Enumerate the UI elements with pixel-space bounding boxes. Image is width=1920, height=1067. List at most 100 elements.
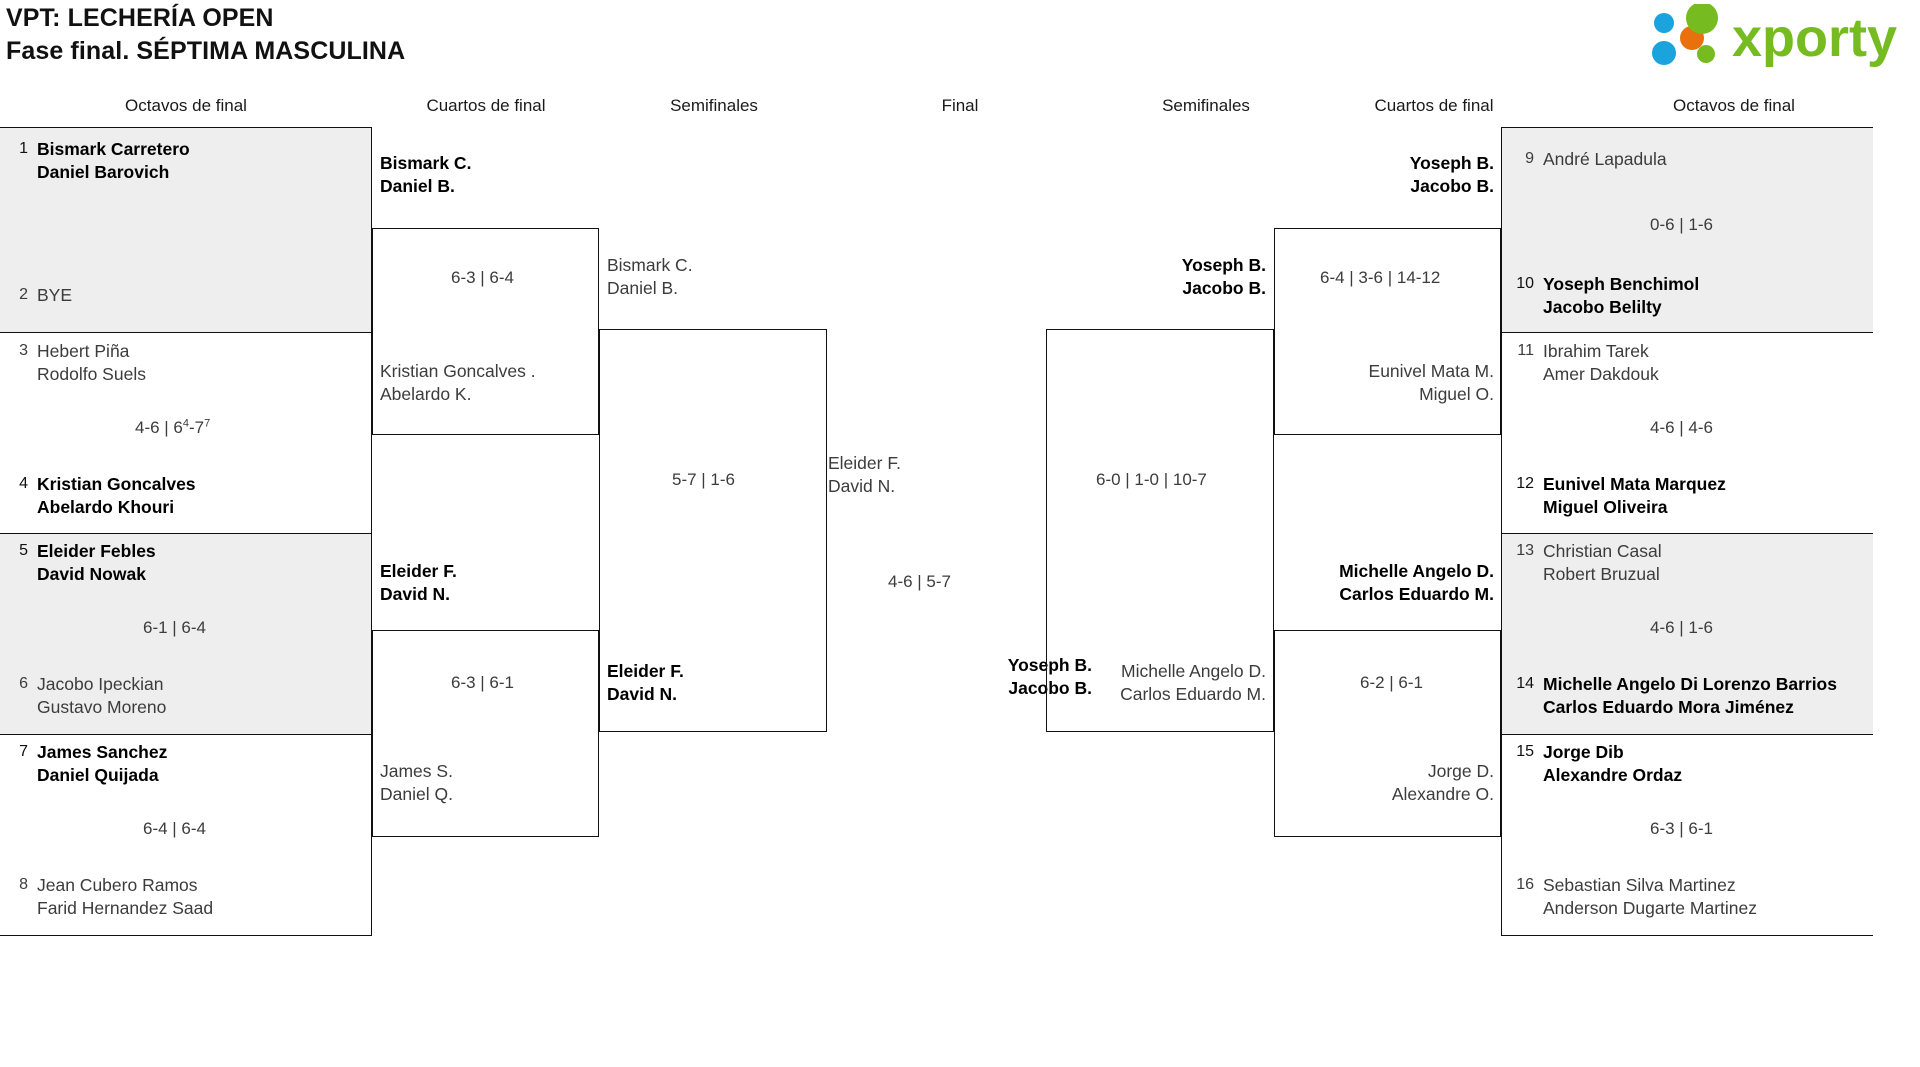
match-block-left-4[interactable] xyxy=(0,735,372,936)
connector-left-qf-2 xyxy=(372,630,599,837)
seed-number: 10 xyxy=(1516,275,1534,292)
player-names: André Lapadula xyxy=(1543,149,1667,169)
advanced-team[interactable]: Bismark C.Daniel B. xyxy=(607,255,693,298)
seed-number: 9 xyxy=(1525,150,1534,167)
seed-number: 6 xyxy=(19,675,28,692)
match-score: 4-6 | 64-77 xyxy=(135,417,211,437)
advanced-team[interactable]: James S.Daniel Q. xyxy=(380,761,453,804)
match-score: 4-6 | 4-6 xyxy=(1650,418,1714,437)
connector-right-sf xyxy=(1046,329,1274,732)
round-header-left-qf: Cuartos de final xyxy=(426,96,546,115)
advanced-team[interactable]: Yoseph B.Jacobo B. xyxy=(1181,255,1266,298)
seed-number: 12 xyxy=(1516,475,1534,492)
match-block-left-2[interactable] xyxy=(0,333,372,534)
match-block-left-3[interactable] xyxy=(0,534,372,735)
round-header-left-r16: Octavos de final xyxy=(125,96,247,115)
match-block-right-1[interactable] xyxy=(1501,127,1873,333)
match-block-right-3[interactable] xyxy=(1501,534,1873,735)
seed-number: 16 xyxy=(1516,876,1534,893)
match-score: 6-1 | 6-4 xyxy=(143,618,207,637)
connector-left-sf xyxy=(599,329,827,732)
advanced-team[interactable]: Eleider F.David N. xyxy=(607,661,684,704)
seed-number: 3 xyxy=(19,342,28,359)
match-score: 6-4 | 6-4 xyxy=(143,819,207,838)
final-score: 4-6 | 5-7 xyxy=(888,572,952,591)
match-score: 6-3 | 6-1 xyxy=(451,673,515,692)
advanced-team[interactable]: Jorge D.Alexandre O. xyxy=(1391,761,1494,804)
page-header: VPT: LECHERÍA OPEN Fase final. SÉPTIMA M… xyxy=(0,0,1920,92)
bracket-slot[interactable]: 2 BYE xyxy=(6,284,366,307)
tournament-subtitle: Fase final. SÉPTIMA MASCULINA xyxy=(6,37,406,65)
match-score: 6-2 | 6-1 xyxy=(1360,673,1424,692)
tournament-title: VPT: LECHERÍA OPEN xyxy=(6,4,274,32)
xporty-logo-svg: xporty xyxy=(1652,4,1897,68)
round-header-right-qf: Cuartos de final xyxy=(1374,96,1494,115)
connector-right-qf-1 xyxy=(1274,228,1501,435)
finalist-right[interactable]: Yoseph B.Jacobo B. xyxy=(1007,655,1092,698)
match-score: 6-3 | 6-4 xyxy=(451,268,515,287)
seed-number: 5 xyxy=(19,542,28,559)
seed-number: 11 xyxy=(1517,342,1534,359)
svg-text:xporty: xporty xyxy=(1732,8,1897,68)
round-header-right-sf: Semifinales xyxy=(1162,96,1250,115)
seed-number: 1 xyxy=(19,140,28,157)
seed-number: 13 xyxy=(1516,542,1534,559)
advanced-team[interactable]: Michelle Angelo D.Carlos Eduardo M. xyxy=(1339,561,1494,604)
match-block-right-2[interactable] xyxy=(1501,333,1873,534)
advanced-team[interactable]: Kristian Goncalves .Abelardo K. xyxy=(380,361,536,404)
seed-number: 4 xyxy=(19,475,28,492)
match-score: 6-0 | 1-0 | 10-7 xyxy=(1096,470,1207,489)
seed-number: 8 xyxy=(19,876,28,893)
seed-number: 14 xyxy=(1516,675,1534,692)
seed-number: 15 xyxy=(1516,743,1534,760)
match-block-left-1[interactable] xyxy=(0,127,372,333)
match-score: 4-6 | 1-6 xyxy=(1650,618,1714,637)
connector-left-qf-1 xyxy=(372,228,599,435)
match-score: 0-6 | 1-6 xyxy=(1650,215,1714,234)
advanced-team[interactable]: Bismark C.Daniel B. xyxy=(380,153,472,196)
advanced-team[interactable]: Eleider F.David N. xyxy=(380,561,457,604)
advanced-team[interactable]: Eunivel Mata M.Miguel O. xyxy=(1368,361,1494,404)
xporty-logo: xporty xyxy=(1640,4,1902,68)
round-header-right-r16: Octavos de final xyxy=(1673,96,1795,115)
round-header-final: Final xyxy=(941,96,979,115)
match-block-right-4[interactable] xyxy=(1501,735,1873,936)
round-header-left-sf: Semifinales xyxy=(670,96,758,115)
finalist-left[interactable]: Eleider F.David N. xyxy=(828,453,901,496)
advanced-team[interactable]: Yoseph B.Jacobo B. xyxy=(1409,153,1494,196)
advanced-team[interactable]: Michelle Angelo D.Carlos Eduardo M. xyxy=(1120,661,1266,704)
seed-number: 2 xyxy=(19,286,28,303)
match-score: 5-7 | 1-6 xyxy=(672,470,736,489)
player-names: BYE xyxy=(37,285,73,305)
match-score: 6-4 | 3-6 | 14-12 xyxy=(1320,268,1441,287)
seed-number: 7 xyxy=(19,743,28,760)
bracket-slot[interactable]: 9 André Lapadula xyxy=(1512,148,1872,171)
